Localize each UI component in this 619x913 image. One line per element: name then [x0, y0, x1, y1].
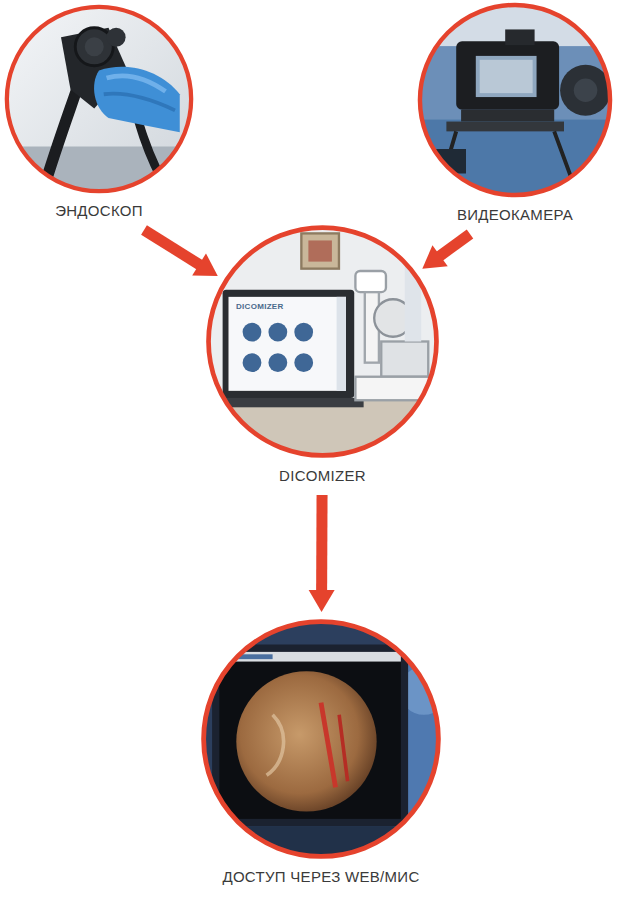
photo-circle-node: ЭНДОСКОП [4, 4, 194, 222]
flow-arrow [422, 234, 470, 269]
photo-circle-node: ВИДЕОКАМЕРА [417, 2, 613, 226]
node-caption: ВИДЕОКАМЕРА [413, 206, 617, 224]
node-caption: ДОСТУП ЧЕРЕЗ WEB/МИС [196, 868, 446, 886]
endoscope-photo [4, 4, 194, 194]
screen-text: DICOMIZER [236, 302, 284, 311]
arrow-shaft [144, 230, 201, 265]
photo-circle-node: DICOMIZER [205, 224, 440, 487]
arrow-head [309, 590, 335, 612]
node-caption: ЭНДОСКОП [0, 202, 198, 220]
flow-arrow [309, 495, 335, 612]
arrow-head [422, 245, 447, 268]
flow-arrow [144, 230, 218, 276]
node-caption: DICOMIZER [201, 467, 444, 485]
dicomizer-photo [205, 224, 440, 459]
camera-photo [417, 2, 613, 198]
arrow-shaft [316, 495, 327, 592]
arrow-shaft [438, 234, 470, 257]
arrow-head [192, 253, 218, 276]
web-access-photo [200, 618, 442, 860]
photo-circle-node: ДОСТУП ЧЕРЕЗ WEB/МИС [200, 618, 442, 888]
